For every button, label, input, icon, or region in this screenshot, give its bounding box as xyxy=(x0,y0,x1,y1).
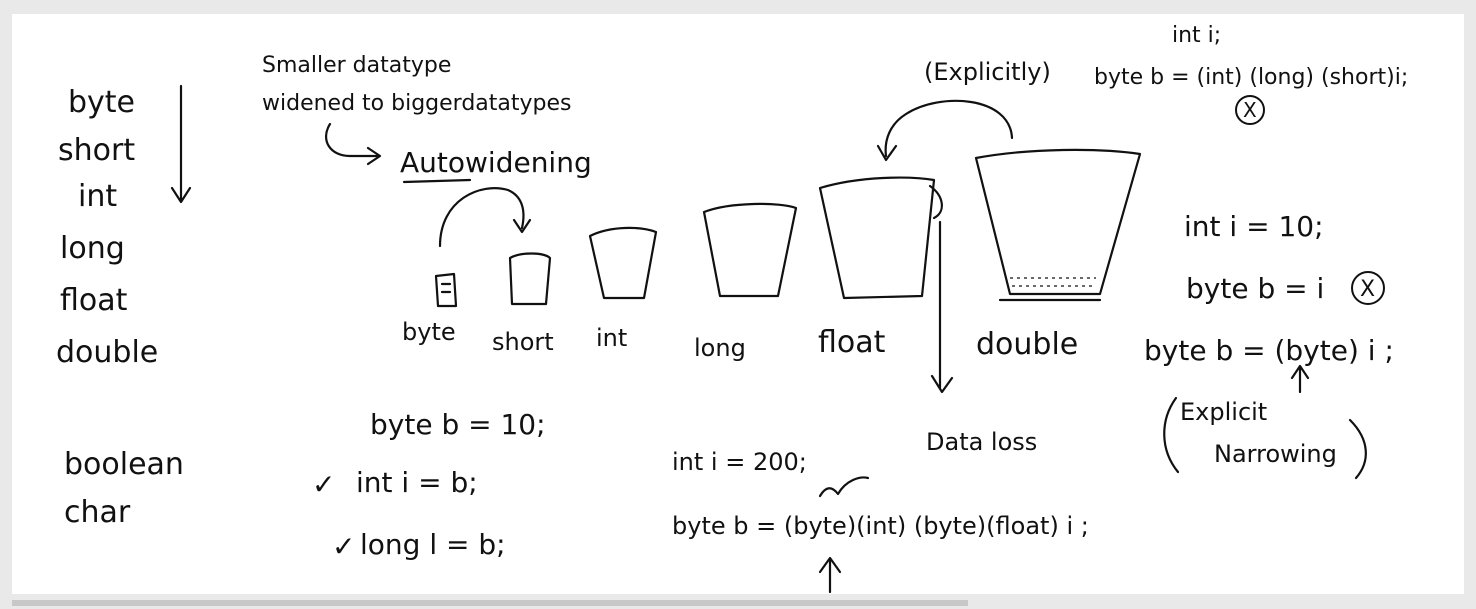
board-surface xyxy=(12,14,1464,594)
arc-arrow-icon xyxy=(438,187,532,248)
example-long: long l = b; xyxy=(360,528,506,561)
cup-label-int: int xyxy=(596,324,627,352)
cups: byte short int long float double xyxy=(402,148,1142,362)
narrowing-top-line2: byte b = (int) (long) (short)i; xyxy=(1094,65,1408,90)
example-int: int i = b; xyxy=(356,466,478,499)
cross-mark-top: X xyxy=(1243,98,1257,122)
type-list: byte short int long float double boolean… xyxy=(56,84,192,530)
widening-note: Smaller datatype widened to biggerdataty… xyxy=(262,53,592,248)
narrow-up-arrow-icon xyxy=(1290,364,1310,394)
cross-circle-right xyxy=(1351,271,1385,305)
example-byte: byte b = 10; xyxy=(370,408,546,441)
check-mark-2: ✓ xyxy=(332,530,355,563)
narrowing-top-line1: int i; xyxy=(1172,23,1221,48)
widening-note-line2: widened to biggerdatatypes xyxy=(262,91,571,116)
type-int: int xyxy=(78,179,117,214)
check-mark-1: ✓ xyxy=(312,468,335,501)
explicit-arrow-icon xyxy=(876,99,1014,162)
down-arrow-icon xyxy=(170,84,192,204)
data-loss-arrow-icon xyxy=(930,220,954,394)
cast-line2: byte b = (byte)(int) (byte)(float) i ; xyxy=(672,512,1089,540)
cup-byte xyxy=(434,272,458,308)
explicitly-label: (Explicitly) xyxy=(924,58,1051,86)
narrow-line1: int i = 10; xyxy=(1184,210,1324,243)
autowidening-underline xyxy=(402,178,472,184)
cast-examples: int i = 200; byte b = (byte)(int) (byte)… xyxy=(672,448,1089,594)
cup-short xyxy=(508,252,552,306)
cup-double-fill xyxy=(1010,277,1096,287)
data-loss: Data loss xyxy=(926,220,1037,456)
narrow-paren-right xyxy=(1348,418,1367,480)
explicit-label: Explicit xyxy=(1180,398,1267,426)
cup-label-float: float xyxy=(818,325,886,360)
type-float: float xyxy=(60,283,128,318)
cup-float xyxy=(818,176,943,300)
type-double: double xyxy=(56,335,158,370)
cast-tick-icon xyxy=(818,476,870,498)
curved-arrow-icon xyxy=(324,122,382,166)
narrowing-label: Narrowing xyxy=(1214,440,1337,468)
explicit-right: int i = 10; byte b = i X byte b = (byte)… xyxy=(1144,210,1394,480)
cup-label-double: double xyxy=(976,327,1078,362)
widening-examples: byte b = 10; ✓ int i = b; ✓ long l = b; xyxy=(312,408,546,563)
type-byte: byte xyxy=(68,85,135,120)
cast-line1: int i = 200; xyxy=(672,448,807,476)
type-char: char xyxy=(64,495,131,530)
narrow-line3: byte b = (byte) i ; xyxy=(1144,334,1394,367)
type-long: long xyxy=(60,231,125,266)
cast-up-arrow-icon xyxy=(818,556,842,594)
widening-note-line1: Smaller datatype xyxy=(262,53,451,78)
cup-int xyxy=(588,226,658,300)
cup-label-byte: byte xyxy=(402,318,456,346)
cup-label-long: long xyxy=(694,334,746,362)
autowidening-label: Autowidening xyxy=(400,146,592,179)
data-loss-label: Data loss xyxy=(926,428,1037,456)
type-boolean: boolean xyxy=(64,447,184,482)
cup-long xyxy=(702,202,798,298)
horizontal-scrollbar[interactable] xyxy=(12,600,968,606)
cup-double xyxy=(974,148,1142,302)
type-short: short xyxy=(58,133,135,168)
cross-circle-top xyxy=(1235,95,1265,125)
narrow-line2: byte b = i xyxy=(1186,272,1324,305)
cup-label-short: short xyxy=(492,328,554,356)
narrow-paren-left xyxy=(1163,396,1180,474)
explicit-top: (Explicitly) int i; byte b = (int) (long… xyxy=(876,23,1408,162)
cross-mark-right: X xyxy=(1360,277,1375,302)
